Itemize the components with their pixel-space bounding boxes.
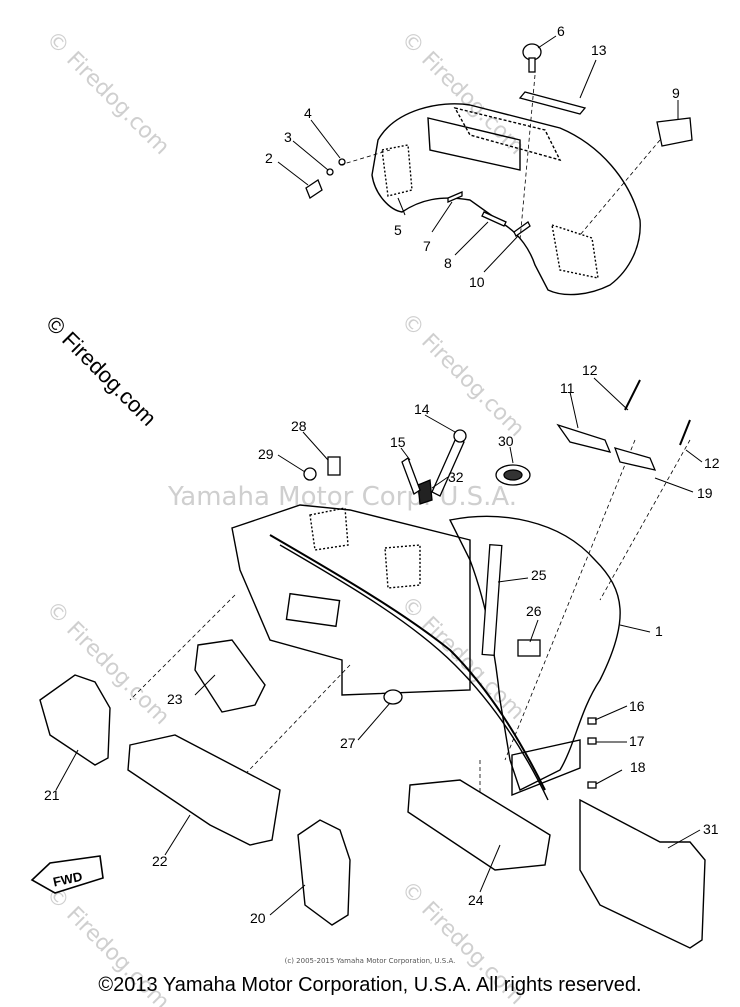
part-22-sheet (127, 734, 281, 846)
callout-26: 26 (526, 603, 542, 619)
leader-lines (55, 35, 703, 916)
callout-27: 27 (340, 735, 356, 751)
fwd-label: FWD (52, 869, 84, 890)
copyright-footer: ©2013 Yamaha Motor Corporation, U.S.A. A… (98, 974, 642, 996)
main-body-inner-vent-1 (309, 507, 349, 551)
part-12-bolt-b (679, 419, 691, 446)
upper-cowl-vent-left (381, 144, 413, 197)
upper-cowl-vent-right (551, 223, 599, 279)
part-11-bracket (556, 423, 612, 453)
callout-29: 29 (258, 446, 274, 462)
callout-23: 23 (167, 691, 183, 707)
callout-22: 22 (152, 853, 168, 869)
part-20-block (297, 819, 351, 926)
callout-30: 30 (498, 433, 514, 449)
callout-12b: 12 (704, 455, 720, 471)
part-18-screw (587, 781, 597, 789)
part-30-cap-inner (503, 469, 523, 481)
callout-18: 18 (630, 759, 646, 775)
part-10-rod (513, 221, 531, 237)
part-8-pin (481, 211, 507, 227)
main-body-assembly (231, 504, 621, 801)
part-7-screw (447, 191, 463, 203)
callout-2: 2 (265, 150, 273, 166)
upper-small-parts (305, 43, 693, 237)
callout-5: 5 (394, 222, 402, 238)
callout-31: 31 (703, 821, 719, 837)
callout-4: 4 (304, 105, 312, 121)
part-6-shaft (528, 57, 536, 73)
callout-9: 9 (672, 85, 680, 101)
watermark-mid-right: © Firedog.com (396, 309, 529, 442)
part-32-spring (417, 479, 433, 505)
upper-cowl-top-grille (453, 106, 562, 162)
part-14-knob (453, 429, 467, 443)
panel-parts (39, 639, 706, 949)
callout-24: 24 (468, 892, 484, 908)
watermark-low-right: © Firedog.com (396, 592, 529, 725)
small-copyright: (c) 2005-2015 Yamaha Motor Corporation, … (284, 957, 456, 965)
callout-7: 7 (423, 238, 431, 254)
callout-32: 32 (448, 469, 464, 485)
callout-16: 16 (629, 698, 645, 714)
callout-17: 17 (629, 733, 645, 749)
callout-15: 15 (390, 434, 406, 450)
part-28-tab (327, 456, 341, 476)
part-17-screw (587, 737, 597, 745)
callout-3: 3 (284, 129, 292, 145)
part-25-strip (481, 544, 503, 656)
upper-cowl-assembly (371, 103, 641, 296)
part-19-bracket (613, 447, 657, 471)
part-2-bolt (305, 179, 323, 199)
fwd-arrow: FWD (30, 855, 104, 894)
upper-cowl-body (371, 103, 641, 296)
callout-13: 13 (591, 42, 607, 58)
callout-21: 21 (44, 787, 60, 803)
part-15-spring-clip (401, 457, 421, 495)
watermarks: © Firedog.com © Firedog.com © Firedog.co… (41, 27, 529, 1007)
main-body-inner-vent-2 (384, 544, 421, 589)
main-body-left-panel (231, 504, 471, 696)
part-16-screw (587, 717, 597, 725)
lower-small-parts (303, 379, 691, 789)
callout-1: 1 (655, 623, 663, 639)
callout-25: 25 (531, 567, 547, 583)
part-24-bar (407, 779, 551, 871)
callout-12a: 12 (582, 362, 598, 378)
main-body-bracket (511, 739, 581, 797)
callout-14: 14 (414, 401, 430, 417)
watermark-mid-left: © Firedog.com (41, 311, 161, 431)
part-26-pad (517, 639, 541, 657)
part-13-strip (518, 91, 587, 115)
part-12-bolt-a (624, 379, 641, 411)
part-3-washer (326, 168, 334, 176)
callout-10: 10 (469, 274, 485, 290)
part-27-grommet (383, 689, 403, 705)
callout-28: 28 (291, 418, 307, 434)
part-29-nut (303, 467, 317, 481)
part-14-latch (431, 437, 465, 497)
fwd-arrow-shape (30, 855, 104, 894)
guide-lines (129, 74, 691, 810)
callout-8: 8 (444, 255, 452, 271)
watermark-top-right: © Firedog.com (396, 27, 529, 160)
main-body-window (285, 592, 341, 628)
part-31-plate (579, 798, 706, 949)
callout-numbers: 6 13 9 4 3 2 5 7 8 10 12 11 14 28 15 30 … (44, 23, 720, 926)
callout-20: 20 (250, 910, 266, 926)
callout-6: 6 (557, 23, 565, 39)
main-body-center-rib (269, 534, 546, 791)
part-4-nut (338, 158, 346, 166)
part-21-block (39, 674, 111, 766)
watermark-center: Yamaha Motor Corp. U.S.A. (167, 482, 517, 512)
callout-19: 19 (697, 485, 713, 501)
part-9-clip (656, 117, 693, 147)
callout-11: 11 (560, 380, 575, 396)
part-23-pad (194, 639, 266, 713)
watermark-top-left: © Firedog.com (41, 27, 174, 160)
